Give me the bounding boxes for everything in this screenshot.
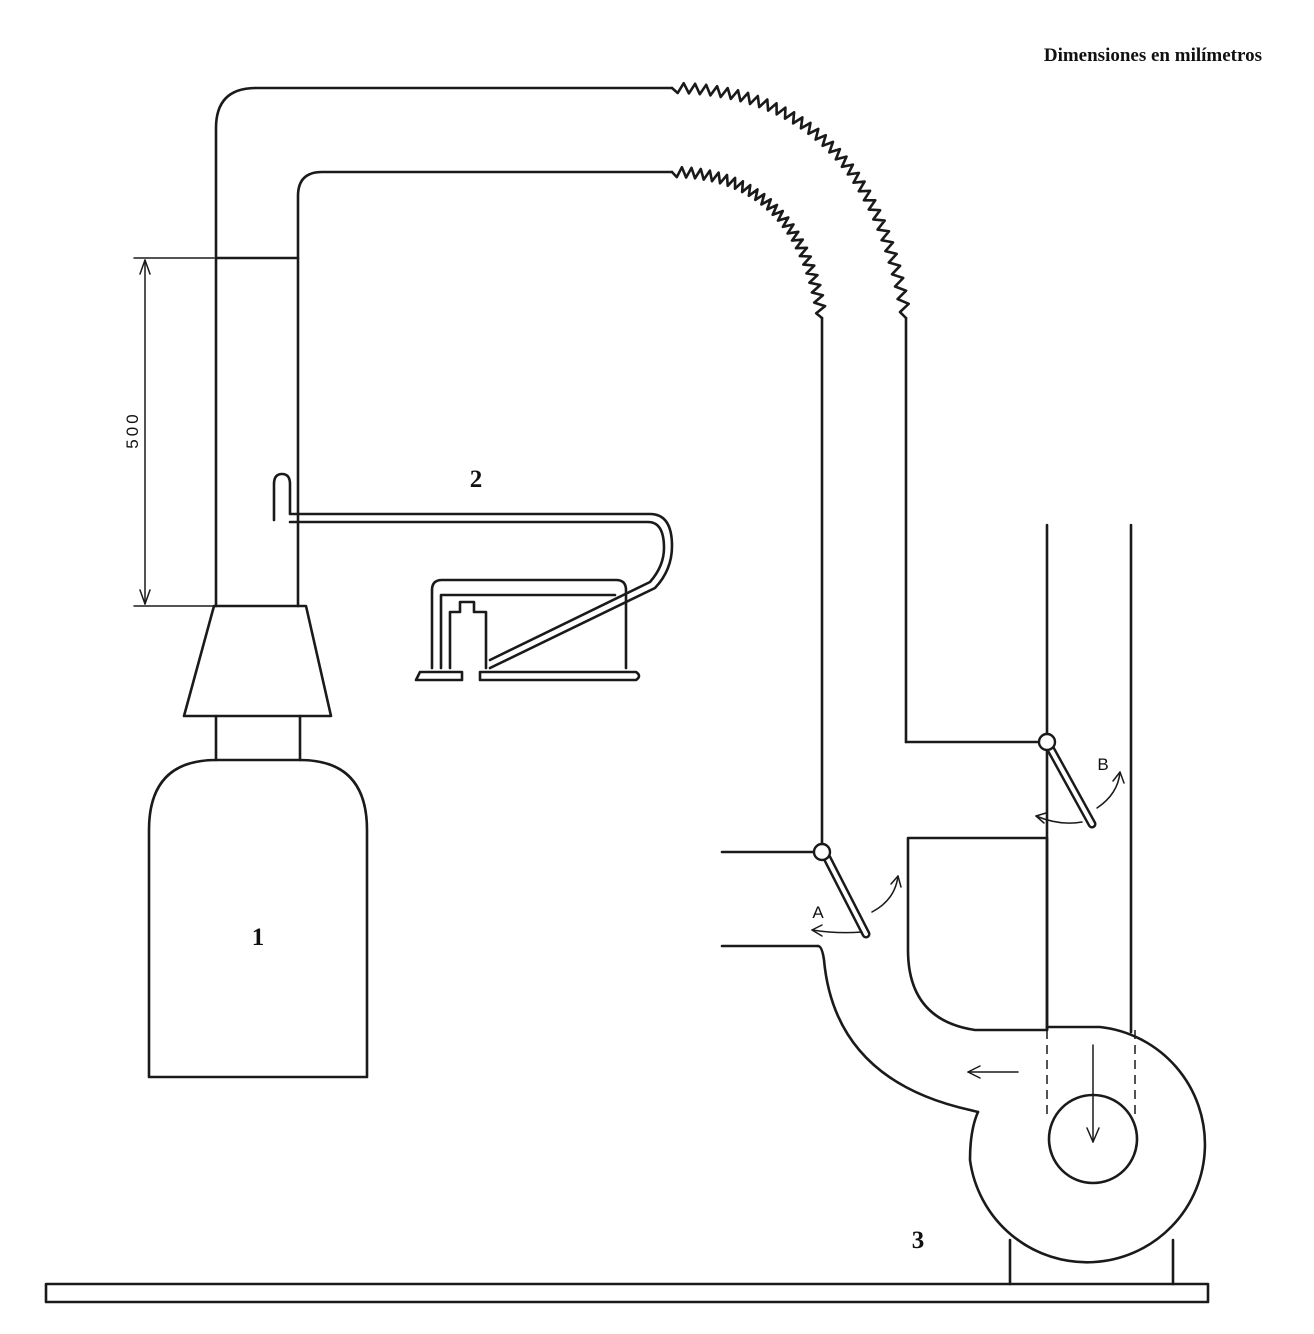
outer-duct <box>214 86 674 608</box>
flexible-hose-inner <box>670 165 827 320</box>
damper-b-pivot <box>1037 732 1057 752</box>
probe-tube <box>272 472 674 670</box>
damper-a-arrowhead-right <box>890 875 902 888</box>
item-1-body <box>147 758 369 1079</box>
fan-inner-duct <box>906 836 1049 1032</box>
arrowhead-left <box>967 1065 981 1079</box>
item-3-label: 3 <box>912 1227 925 1254</box>
damper-a-blade-fill <box>824 854 868 936</box>
item-2-label: 2 <box>470 466 483 493</box>
probe-housing <box>430 578 628 670</box>
fan-housing <box>968 1025 1207 1264</box>
flexible-hose-outer <box>670 81 911 320</box>
damper-a-arrowhead-left <box>811 924 823 937</box>
probe-inner-frame <box>439 593 617 670</box>
damper-b-label: B <box>1097 755 1108 774</box>
dimension-label: 500 <box>123 411 142 448</box>
dim-arrow-bottom <box>139 589 151 605</box>
arrowhead-down <box>1086 1127 1100 1143</box>
probe-base-left <box>414 670 464 682</box>
floor-base <box>44 1282 1210 1304</box>
hood-neck <box>214 714 302 762</box>
damper-a-arrow-left <box>811 929 863 934</box>
fan-stand <box>1008 1238 1175 1286</box>
damper-b-arrowhead-up <box>1112 771 1125 784</box>
damper-b-blade-fill <box>1047 744 1094 826</box>
damper-a-label: A <box>812 903 824 922</box>
probe-tube-inner <box>288 520 666 662</box>
fan-inlet-duct <box>816 944 980 1114</box>
probe-sensor <box>448 600 488 670</box>
damper-a-arrow-right <box>871 875 899 913</box>
damper-b-arrow-left <box>1035 815 1083 824</box>
hood-cone <box>182 604 333 718</box>
units-note: Dimensiones en milímetros <box>1044 45 1262 66</box>
item-1-label: 1 <box>252 924 265 951</box>
dim-arrow-top <box>139 259 151 275</box>
damper-b-arrow-up <box>1096 771 1121 809</box>
probe-base-right <box>478 670 641 682</box>
damper-a-pivot <box>812 842 832 862</box>
inner-duct <box>296 170 674 608</box>
damper-b-arrowhead-left <box>1035 812 1047 824</box>
